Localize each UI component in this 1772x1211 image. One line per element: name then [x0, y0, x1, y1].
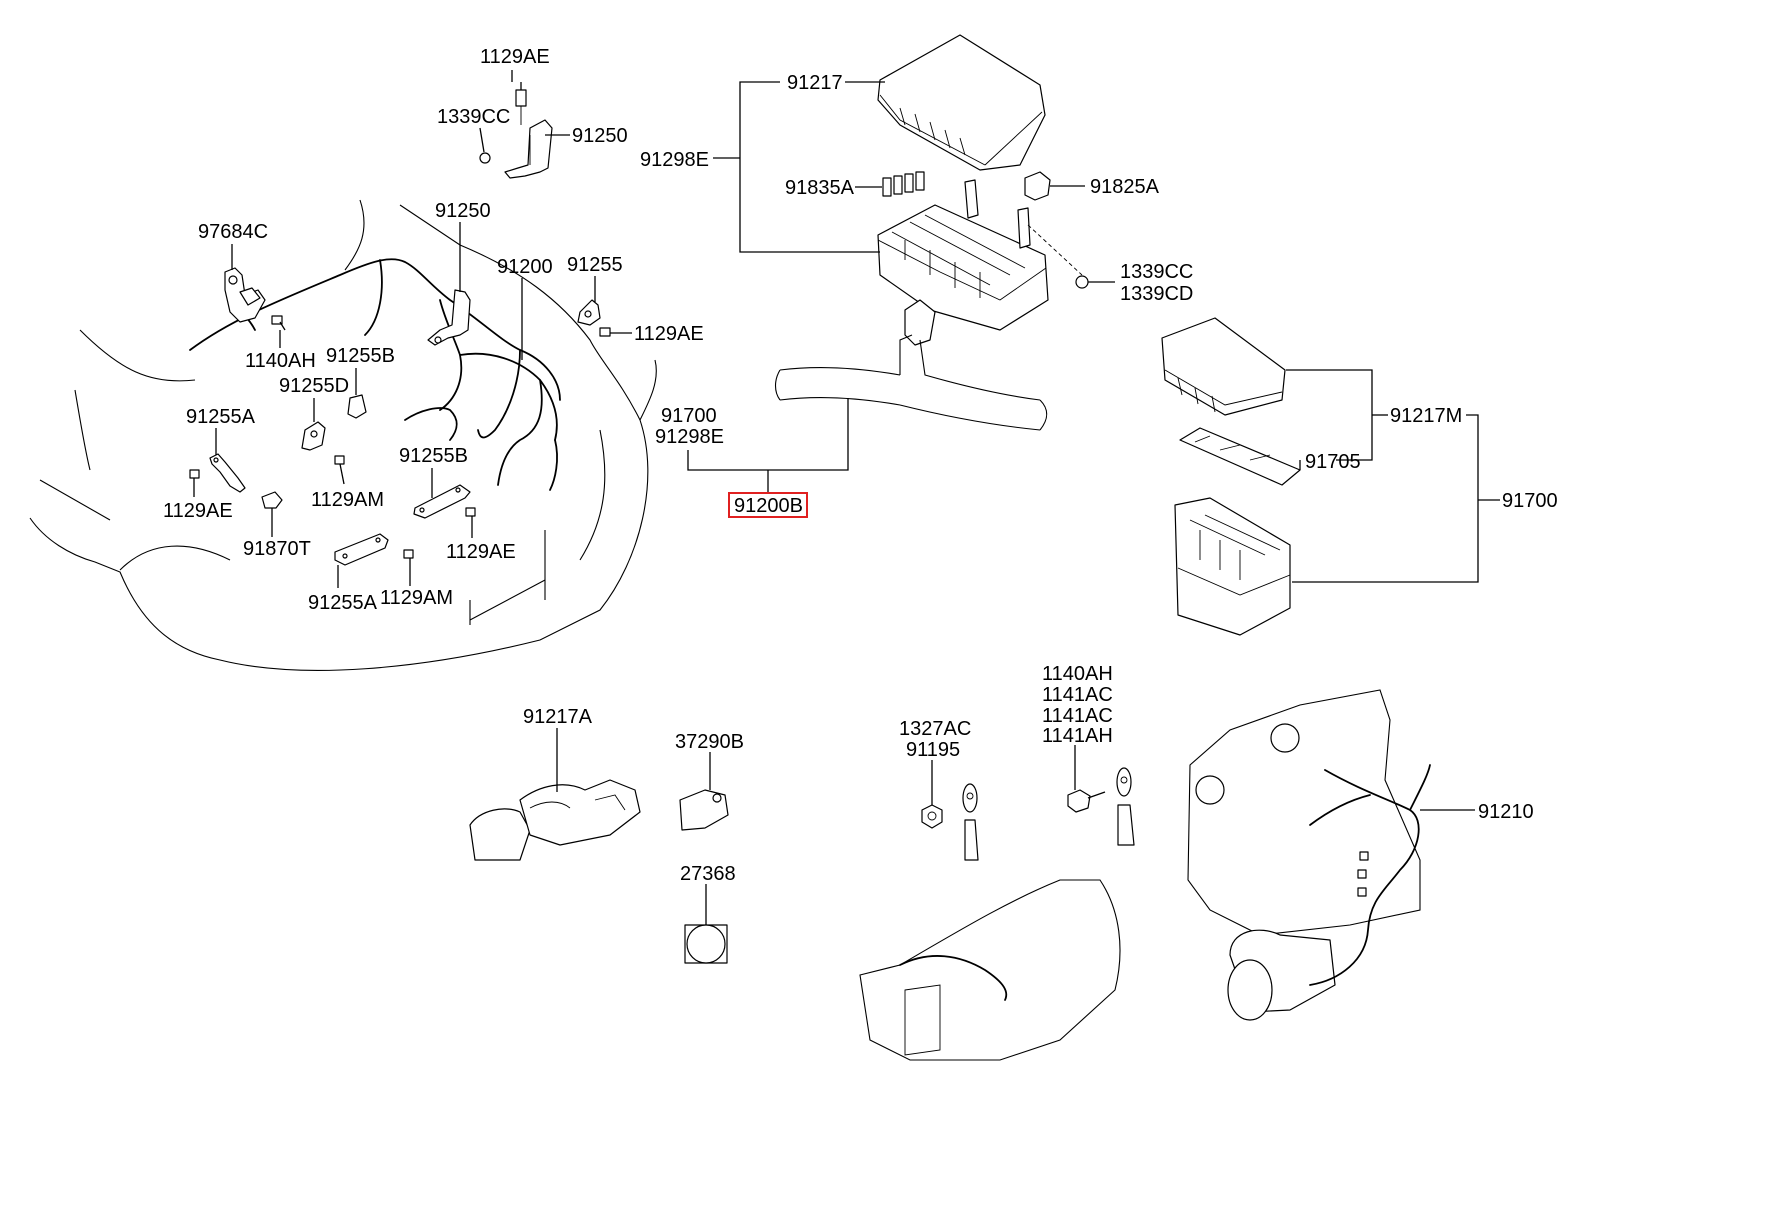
clip-91255b-upper[interactable] [347, 394, 367, 419]
plug-27368[interactable] [684, 924, 728, 964]
bracket-91255a-left[interactable] [209, 453, 246, 493]
part-label-91705[interactable]: 91705 [1305, 451, 1361, 473]
bracket-91250-top[interactable] [479, 82, 553, 179]
fuse-box-cover-91217m[interactable] [1161, 317, 1286, 416]
part-label-91255b-lower[interactable]: 91255B [399, 445, 468, 467]
part-label-1339cd[interactable]: 1339CD [1120, 283, 1193, 305]
part-label-1129ae-left[interactable]: 1129AE [163, 500, 233, 522]
fuse-91825a[interactable] [1024, 171, 1051, 201]
nut-1327ac[interactable] [921, 804, 943, 829]
engine-harness-91210[interactable] [1309, 764, 1431, 986]
label-sheet-91705[interactable] [1179, 427, 1301, 486]
bolt-1140ah-lower[interactable] [1067, 789, 1106, 813]
part-label-91255a-lower[interactable]: 91255A [308, 592, 378, 614]
part-label-91700-mid[interactable]: 91700 [661, 405, 717, 427]
bolt-1140ah[interactable] [271, 315, 286, 331]
fuse-box-lower-91700[interactable] [1174, 497, 1291, 636]
bolt-1129am-lower[interactable] [403, 549, 414, 559]
battery-terminal-cover-91217a[interactable] [469, 779, 641, 861]
bracket-97684c[interactable] [224, 267, 266, 323]
bolt-1129ae-91255[interactable] [599, 327, 611, 337]
part-label-91825a[interactable]: 91825A [1090, 176, 1160, 198]
highlight-box-91200b [728, 492, 808, 518]
part-label-91835a[interactable]: 91835A [785, 177, 855, 199]
part-label-37290b[interactable]: 37290B [675, 731, 744, 753]
part-label-91200b[interactable]: 91200B [734, 495, 803, 517]
part-label-91217a[interactable]: 91217A [523, 706, 593, 728]
ground-cable-left[interactable] [962, 783, 979, 861]
sensor-37290b[interactable] [679, 789, 729, 831]
part-label-1129am-mid[interactable]: 1129AM [311, 489, 384, 511]
part-label-1129ae-top[interactable]: 1129AE [480, 46, 550, 68]
part-label-91298e-top[interactable]: 91298E [640, 149, 709, 171]
clip-91255d[interactable] [301, 421, 326, 451]
bracket-91255a-lower[interactable] [334, 533, 389, 566]
part-label-1327ac[interactable]: 1327AC [899, 718, 971, 740]
part-label-91255b-upper[interactable]: 91255B [326, 345, 395, 367]
vehicle-body-outline [29, 199, 657, 671]
part-label-91250-top[interactable]: 91250 [572, 125, 628, 147]
part-label-1129am-lower[interactable]: 1129AM [380, 587, 453, 609]
part-label-1141ah[interactable]: 1141AH [1042, 725, 1113, 747]
part-label-27368[interactable]: 27368 [680, 863, 736, 885]
fuse-box-body[interactable] [877, 179, 1083, 346]
bolt-1129ae-left[interactable] [189, 469, 200, 479]
part-label-1339cc-top[interactable]: 1339CC [437, 106, 510, 128]
part-label-91870t[interactable]: 91870T [243, 538, 311, 560]
bracket-91250-mid[interactable] [427, 289, 471, 346]
part-label-1129ae-lower[interactable]: 1129AE [446, 541, 516, 563]
nut-1339cc[interactable] [1075, 275, 1089, 289]
part-label-91298e-mid[interactable]: 91298E [655, 426, 724, 448]
part-label-91255a-left[interactable]: 91255A [186, 406, 256, 428]
bolt-1129am-mid[interactable] [334, 455, 345, 465]
fuse-91835a[interactable] [882, 171, 925, 197]
part-label-1129ae-right[interactable]: 1129AE [634, 323, 704, 345]
part-label-1141ac-b[interactable]: 1141AC [1042, 705, 1113, 727]
leader-lines [193, 70, 1500, 925]
part-label-1339cc[interactable]: 1339CC [1120, 261, 1193, 283]
transmission [859, 879, 1121, 1061]
fuse-box-cover-91217[interactable] [877, 34, 1046, 171]
part-label-1140ah-lower[interactable]: 1140AH [1042, 663, 1113, 685]
ground-cable-right[interactable] [1116, 767, 1135, 846]
part-label-97684c[interactable]: 97684C [198, 221, 268, 243]
part-label-1141ac-a[interactable]: 1141AC [1042, 684, 1113, 706]
part-label-91255d[interactable]: 91255D [279, 375, 349, 397]
part-label-91200[interactable]: 91200 [497, 256, 553, 278]
part-label-91210[interactable]: 91210 [1478, 801, 1534, 823]
main-harness-91200b[interactable] [774, 334, 1048, 431]
bracket-91255[interactable] [577, 299, 601, 326]
part-label-91195[interactable]: 91195 [906, 739, 960, 761]
part-label-91255[interactable]: 91255 [567, 254, 623, 276]
part-label-91250-mid[interactable]: 91250 [435, 200, 491, 222]
part-label-91217[interactable]: 91217 [787, 72, 843, 94]
part-label-91700-right[interactable]: 91700 [1502, 490, 1558, 512]
bracket-91255b-lower[interactable] [413, 484, 471, 519]
part-labels: 1129AE 1339CC 91250 97684C 91250 91200 9… [163, 46, 1558, 885]
part-label-1140ah[interactable]: 1140AH [245, 350, 316, 372]
clip-91870t[interactable] [261, 491, 283, 509]
bolt-1129ae-lower[interactable] [465, 507, 476, 517]
part-label-91217m[interactable]: 91217M [1390, 405, 1462, 427]
engine-block [1187, 689, 1421, 1021]
